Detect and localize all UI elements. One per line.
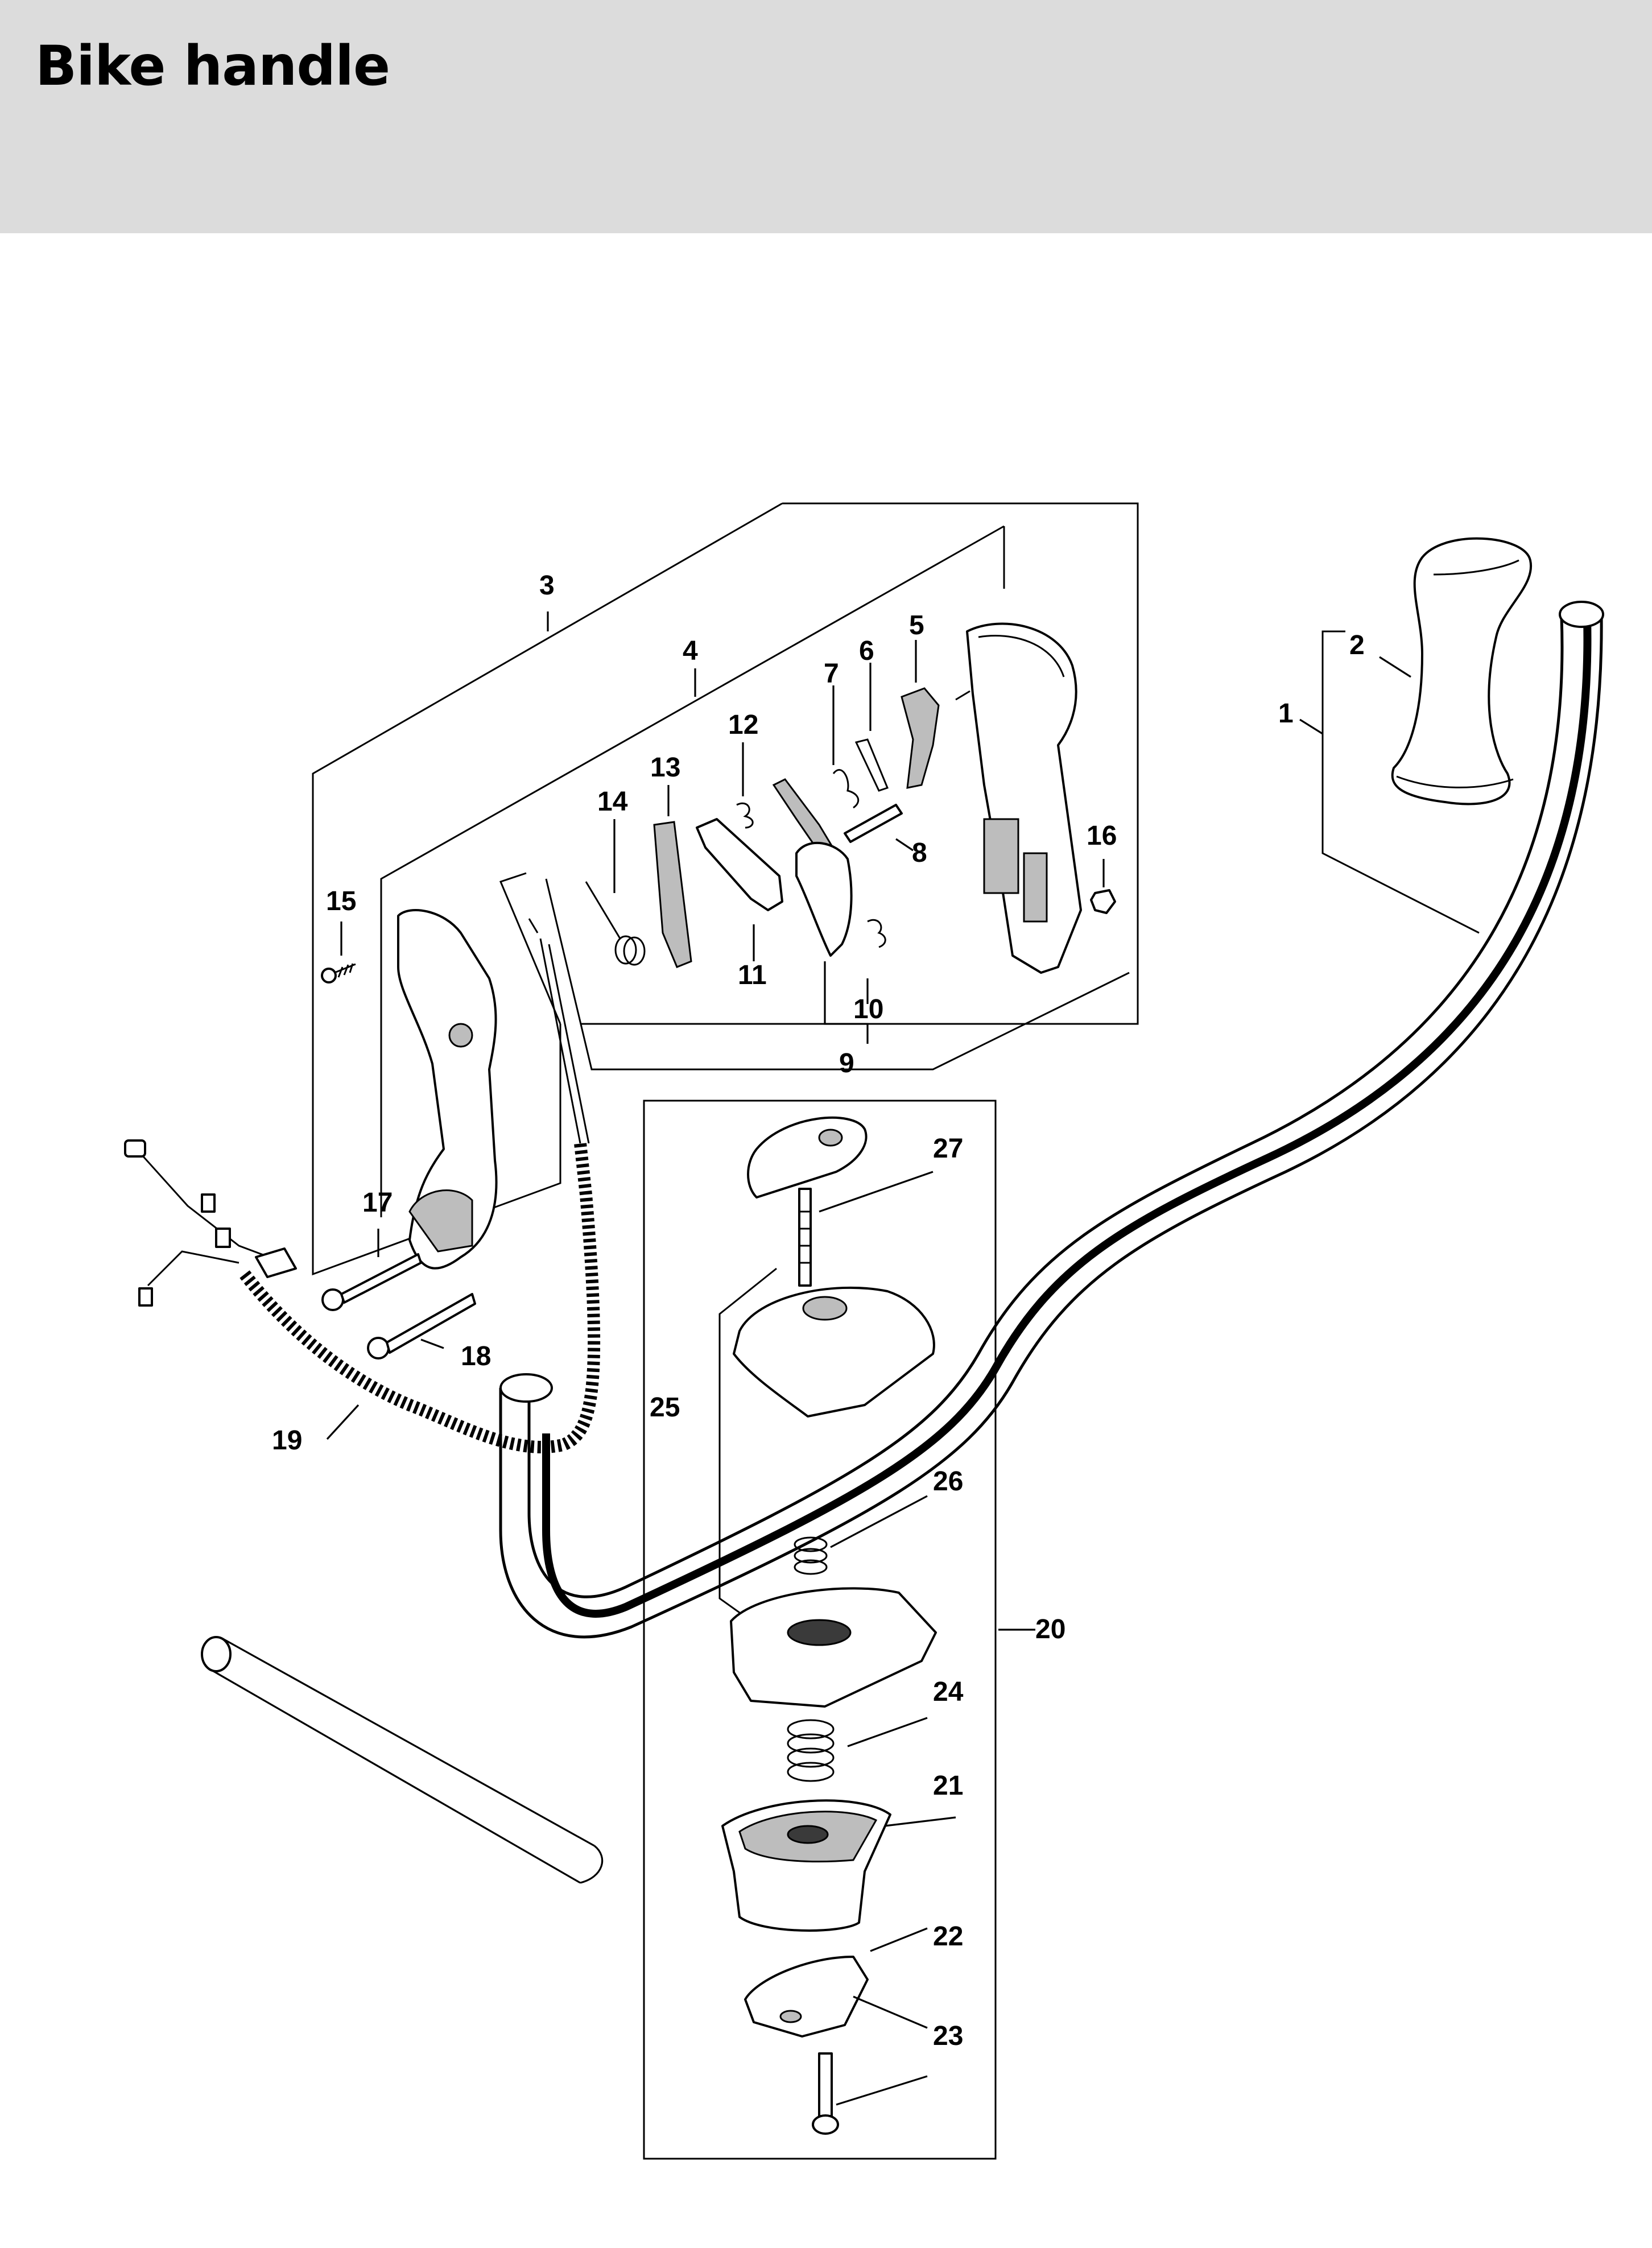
part-7 xyxy=(832,768,860,809)
callout-20: 20 xyxy=(1035,1614,1065,1644)
callout-1: 1 xyxy=(1278,699,1294,729)
callout-15: 15 xyxy=(326,886,356,916)
callout-4: 4 xyxy=(683,636,698,666)
part-15-screw xyxy=(321,963,356,984)
part-27-knob xyxy=(747,1116,868,1287)
bracket-1 xyxy=(1321,630,1480,934)
part-9-trigger xyxy=(772,778,853,957)
tube-end-right xyxy=(1559,601,1604,628)
handle-wires xyxy=(528,918,590,1144)
callout-5: 5 xyxy=(909,610,924,640)
handle-shell-left xyxy=(397,909,498,1270)
leader-lines xyxy=(326,611,1411,2106)
part-13 xyxy=(653,821,692,968)
part-19-cable xyxy=(124,1139,601,1453)
part-18-bolt xyxy=(367,1293,476,1359)
part-11 xyxy=(696,818,783,911)
page-title: Bike handle xyxy=(35,34,390,98)
part-24-spring xyxy=(787,1719,835,1782)
handlebar-tube xyxy=(499,601,1604,1639)
clamp-assembly-box-20 xyxy=(643,1100,997,2160)
assembly-outline-3-left xyxy=(312,502,783,1276)
callout-6: 6 xyxy=(859,636,874,666)
callout-17: 17 xyxy=(362,1188,393,1218)
part-23-bolt xyxy=(812,2052,839,2135)
callout-19: 19 xyxy=(272,1425,302,1456)
tube-end-left xyxy=(499,1373,553,1403)
callout-21: 21 xyxy=(933,1771,963,1801)
callout-8: 8 xyxy=(912,838,927,868)
callout-16: 16 xyxy=(1087,821,1117,851)
part-8 xyxy=(844,804,903,843)
handle-box-outline xyxy=(499,872,561,1024)
callout-14: 14 xyxy=(597,787,628,817)
callout-27: 27 xyxy=(933,1134,963,1164)
part-5 xyxy=(901,687,940,789)
part-25-cap xyxy=(733,1286,935,1418)
callout-11: 11 xyxy=(738,960,767,990)
callout-24: 24 xyxy=(933,1677,964,1707)
callout-3: 3 xyxy=(539,571,555,601)
page-header: Bike handle xyxy=(0,0,1652,233)
part-6 xyxy=(854,738,889,792)
callout-2: 2 xyxy=(1349,630,1365,660)
part-12 xyxy=(736,803,754,829)
part-16 xyxy=(1090,889,1116,914)
part-10 xyxy=(867,919,886,948)
callout-9: 9 xyxy=(839,1048,854,1078)
callout-10: 10 xyxy=(853,994,883,1024)
callout-22: 22 xyxy=(933,1921,963,1952)
handle-shell-right xyxy=(955,622,1082,974)
callout-25: 25 xyxy=(650,1392,680,1423)
grip-part-2 xyxy=(1391,537,1533,805)
callout-7: 7 xyxy=(824,659,839,689)
assembly-outline-4 xyxy=(380,525,1005,1217)
callout-23: 23 xyxy=(933,2021,963,2051)
callout-18: 18 xyxy=(461,1341,491,1371)
handle-box-outline-2 xyxy=(545,878,1130,1071)
foam-tube xyxy=(201,1636,604,1884)
part-17-bolt xyxy=(321,1253,422,1311)
part-21-housing xyxy=(721,1799,891,1932)
callout-12: 12 xyxy=(728,710,758,740)
callout-labels: 1 2 3 4 5 6 7 8 9 10 11 12 13 14 15 16 1… xyxy=(272,571,1365,2051)
part-26-spring xyxy=(794,1536,828,1575)
callout-26: 26 xyxy=(933,1466,963,1497)
part-14 xyxy=(585,881,646,966)
part-22-saddle xyxy=(744,1956,869,2038)
clamp-upper-block xyxy=(730,1587,937,1708)
callout-13: 13 xyxy=(650,753,680,783)
